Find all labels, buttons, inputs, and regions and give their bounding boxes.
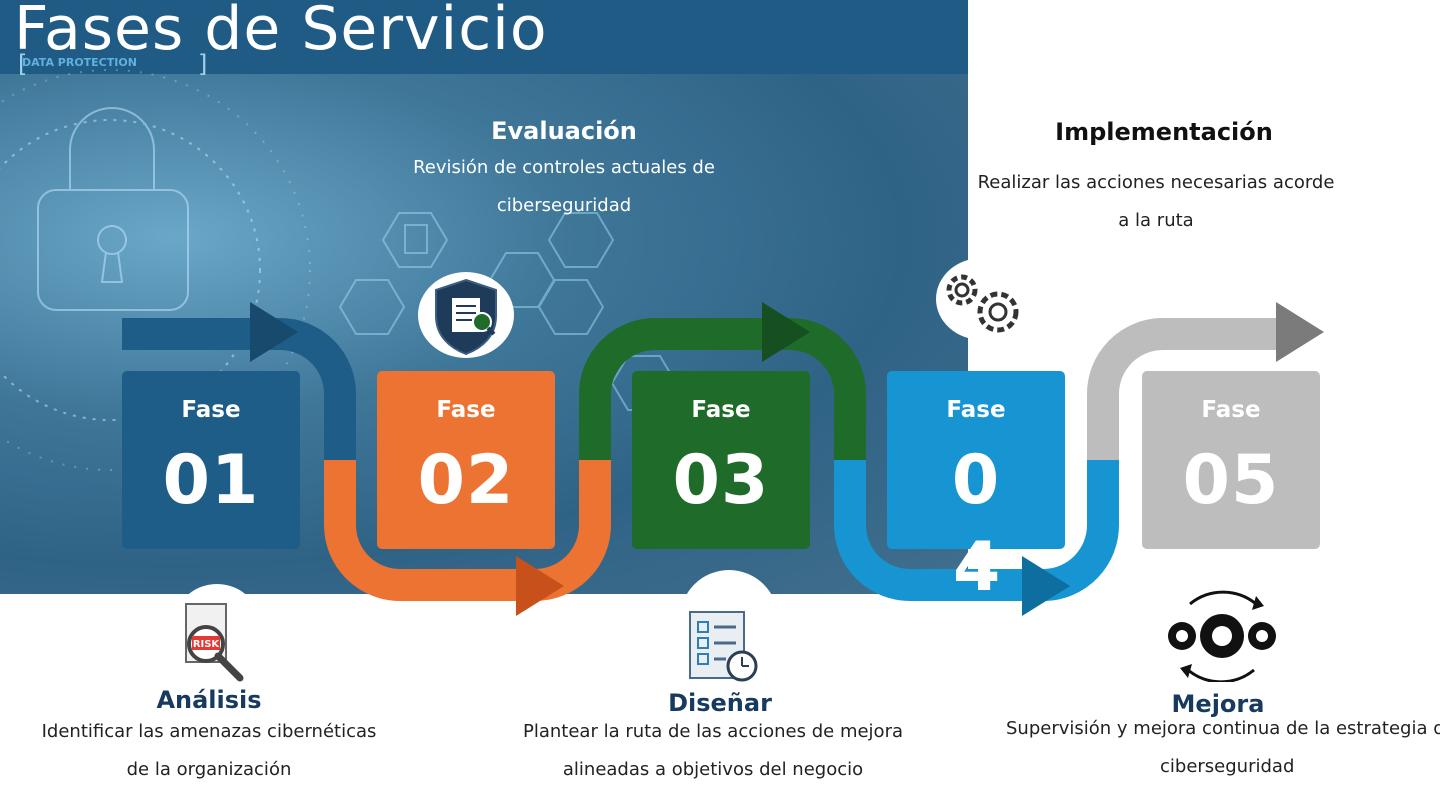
description-line: ciberseguridad [496,195,632,216]
gears-icon [946,274,1019,333]
description-line: Plantear la ruta de las acciones de mejo… [523,721,903,742]
title-bar [0,0,968,74]
phase-description-implementacion: Realizar las acciones necesarias acorde … [966,164,1346,240]
phase-card-03: Fase 03 [632,371,810,549]
phase-number: 01 [162,441,260,520]
description-line: Identificar las amenazas cibernéticas [41,721,377,742]
page-title: Fases de Servicio [14,0,548,64]
phase-description-mejora: Supervisión y mejora continua de la estr… [1006,710,1440,786]
phase-label: Fase [181,397,241,423]
description-line: a la ruta [1118,210,1194,231]
description-line: alineadas a objetivos del negocio [562,759,864,780]
watermark-text: DATA PROTECTION [22,56,137,69]
phase-number: 03 [672,441,770,520]
phase-title-implementacion: Implementación [1055,118,1273,146]
phase-card-02: Fase 02 [377,371,555,549]
phase-number: 02 [417,441,515,520]
phase-number: 05 [1182,441,1280,520]
phase-description-evaluacion: Revisión de controles actuales de cibers… [364,149,764,225]
risk-magnifier-icon: RISK [185,603,244,682]
phase-label: Fase [436,397,496,423]
phase-card-04: Fase 0 [887,371,1065,549]
description-line: Realizar las acciones necesarias acorde [977,172,1335,193]
checklist-stopwatch-icon [689,611,758,682]
phase-label: Fase [946,397,1006,423]
gears-cycle-icon [1168,590,1276,682]
phase-card-01: Fase 01 [122,371,300,549]
description-line: Supervisión y mejora continua de la estr… [1006,718,1440,739]
description-line: ciberseguridad [1160,756,1295,777]
bracket-left-icon: [ [18,50,28,78]
phase-card-05: Fase 05 [1142,371,1320,549]
phase-label: Fase [691,397,751,423]
phase-number: 0 [951,441,1001,520]
description-line: Revisión de controles actuales de [413,157,715,178]
phase-description-disenar: Plantear la ruta de las acciones de mejo… [493,713,933,789]
phase-title-analisis: Análisis [156,686,262,714]
phase-number-overflow: 4 [953,528,1001,607]
phase-title-disenar: Diseñar [668,689,772,717]
phase-label: Fase [1201,397,1261,423]
phase-title-mejora: Mejora [1171,690,1265,718]
bracket-right-icon: ] [198,50,208,78]
phase-title-evaluacion: Evaluación [491,117,637,145]
svg-text:RISK: RISK [193,639,221,650]
shield-document-icon [435,278,497,356]
phase-description-analisis: Identificar las amenazas cibernéticas de… [9,713,409,789]
description-line: de la organización [126,759,292,780]
